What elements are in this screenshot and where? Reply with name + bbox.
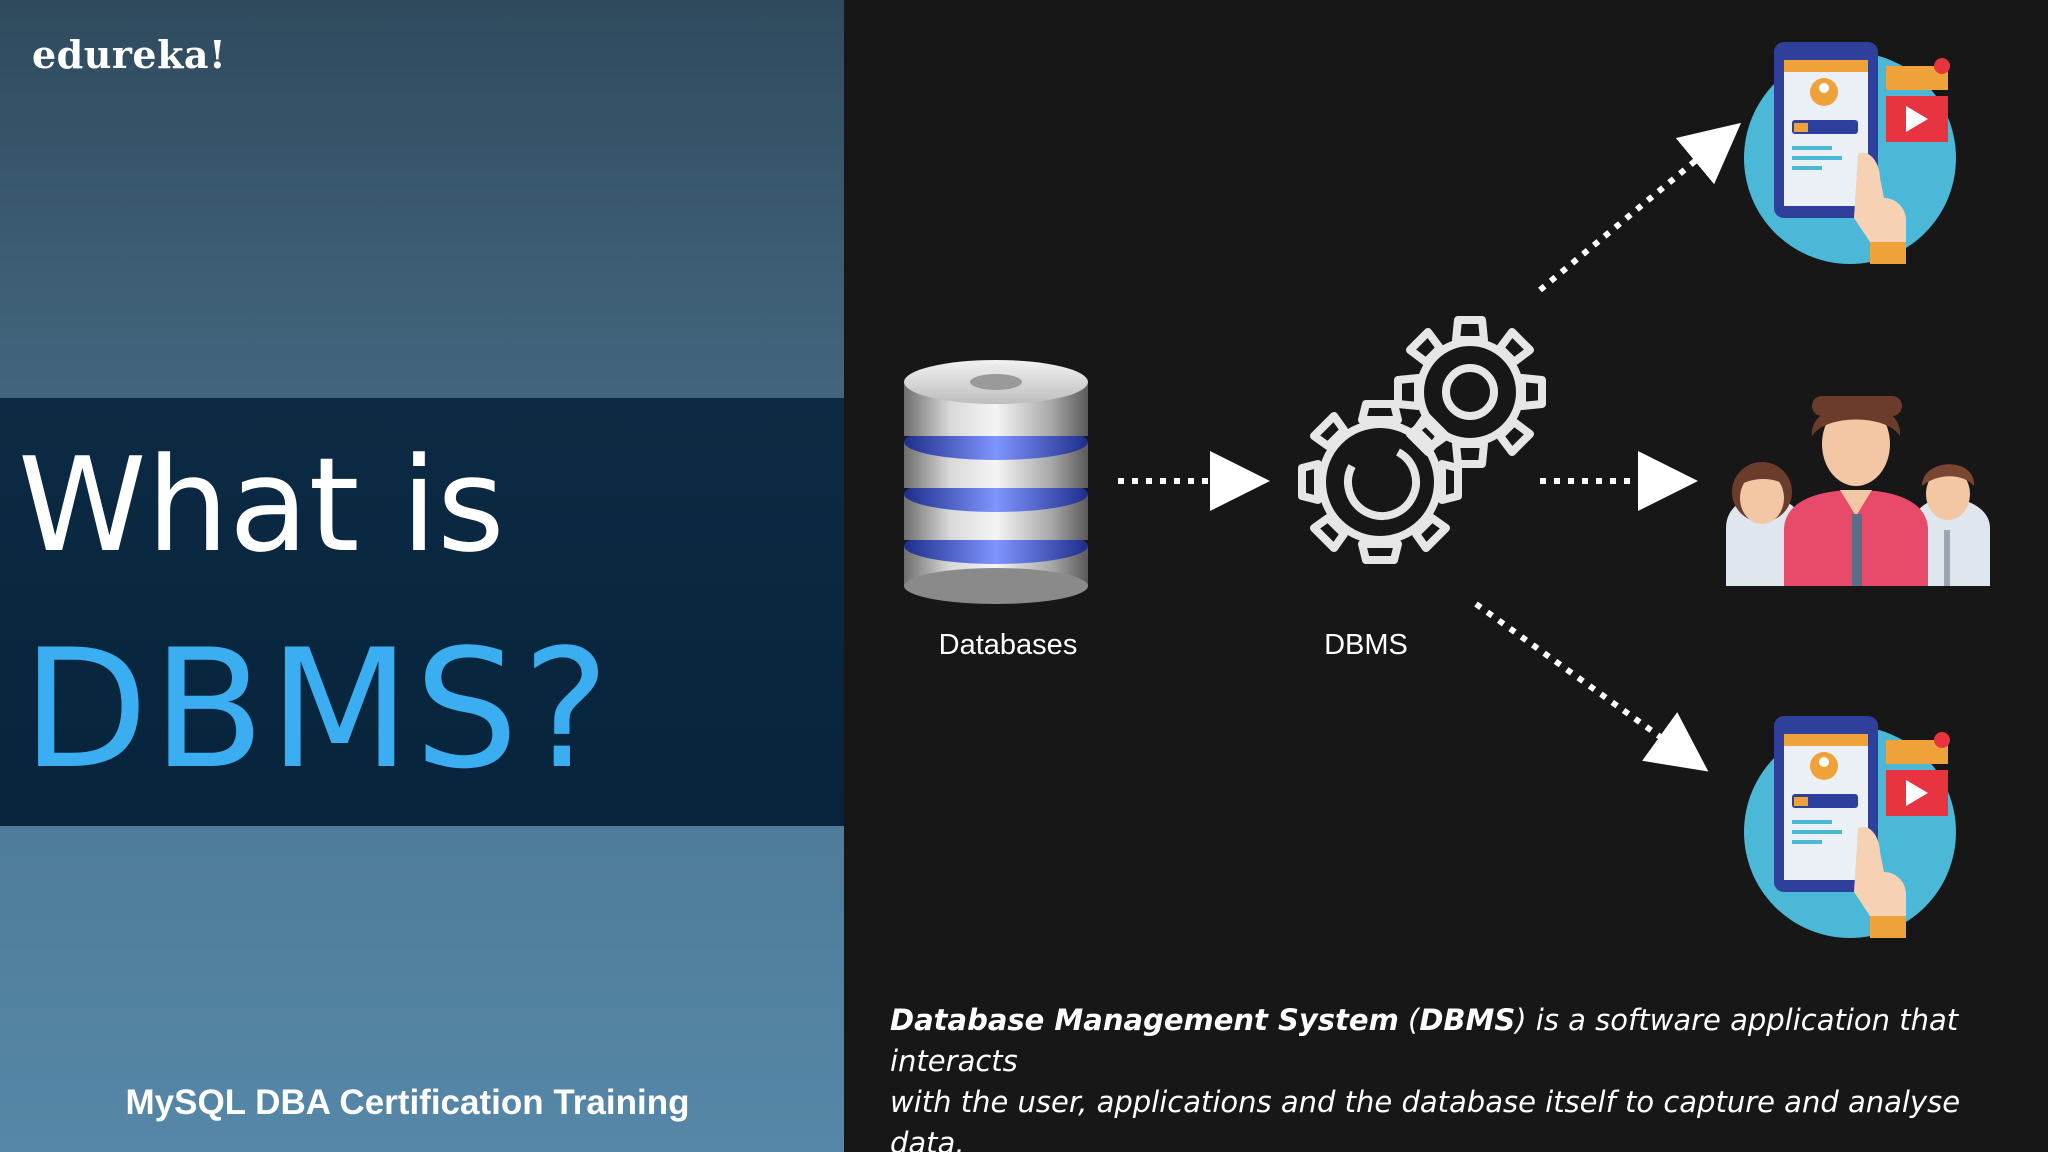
definition-paren-open: ( (1399, 1003, 1420, 1037)
databases-label: Databases (878, 629, 1138, 662)
dotted-arrow-icon (1540, 142, 1718, 290)
mobile-app-icon (1744, 42, 1956, 264)
dotted-arrow-icon (1476, 604, 1684, 754)
database-stack-icon (904, 360, 1088, 604)
definition-line-2: with the user, applications and the data… (890, 1085, 1960, 1152)
gears-icon (1302, 320, 1542, 560)
dbms-definition: Database Management System (DBMS) is a s… (890, 1000, 2020, 1152)
definition-term: Database Management System (890, 1003, 1399, 1037)
people-group-icon (1726, 396, 1990, 586)
definition-abbr: DBMS (1419, 1003, 1515, 1037)
dbms-label: DBMS (1236, 629, 1496, 662)
mobile-app-icon (1744, 716, 1956, 938)
